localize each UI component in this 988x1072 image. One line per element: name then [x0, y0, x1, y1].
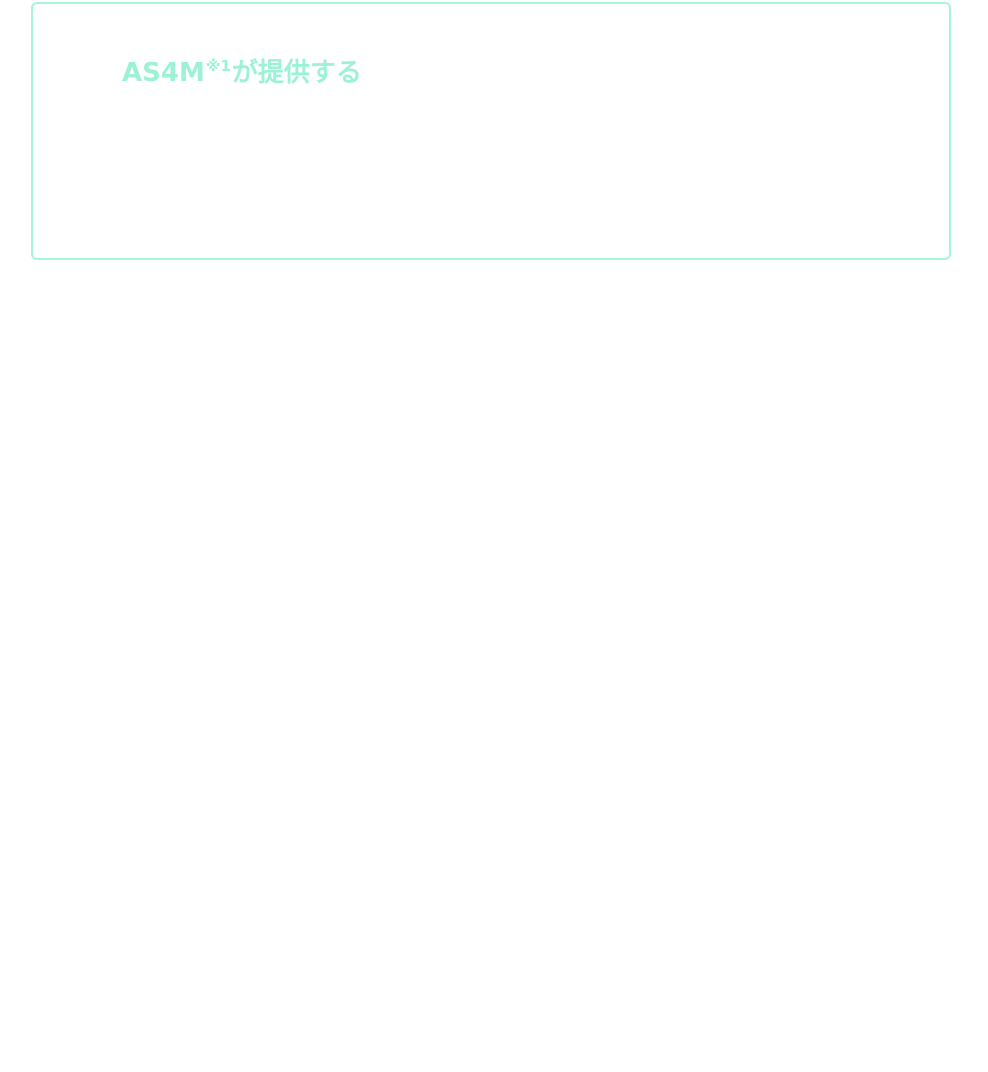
footnote-mark: ※1	[205, 57, 231, 75]
brand-name: AS4M	[122, 58, 205, 88]
tagline-suffix: が提供する	[231, 58, 362, 88]
hero-card: AS4M※1が提供する	[31, 2, 951, 260]
hero-heading: AS4M※1が提供する	[122, 57, 362, 88]
